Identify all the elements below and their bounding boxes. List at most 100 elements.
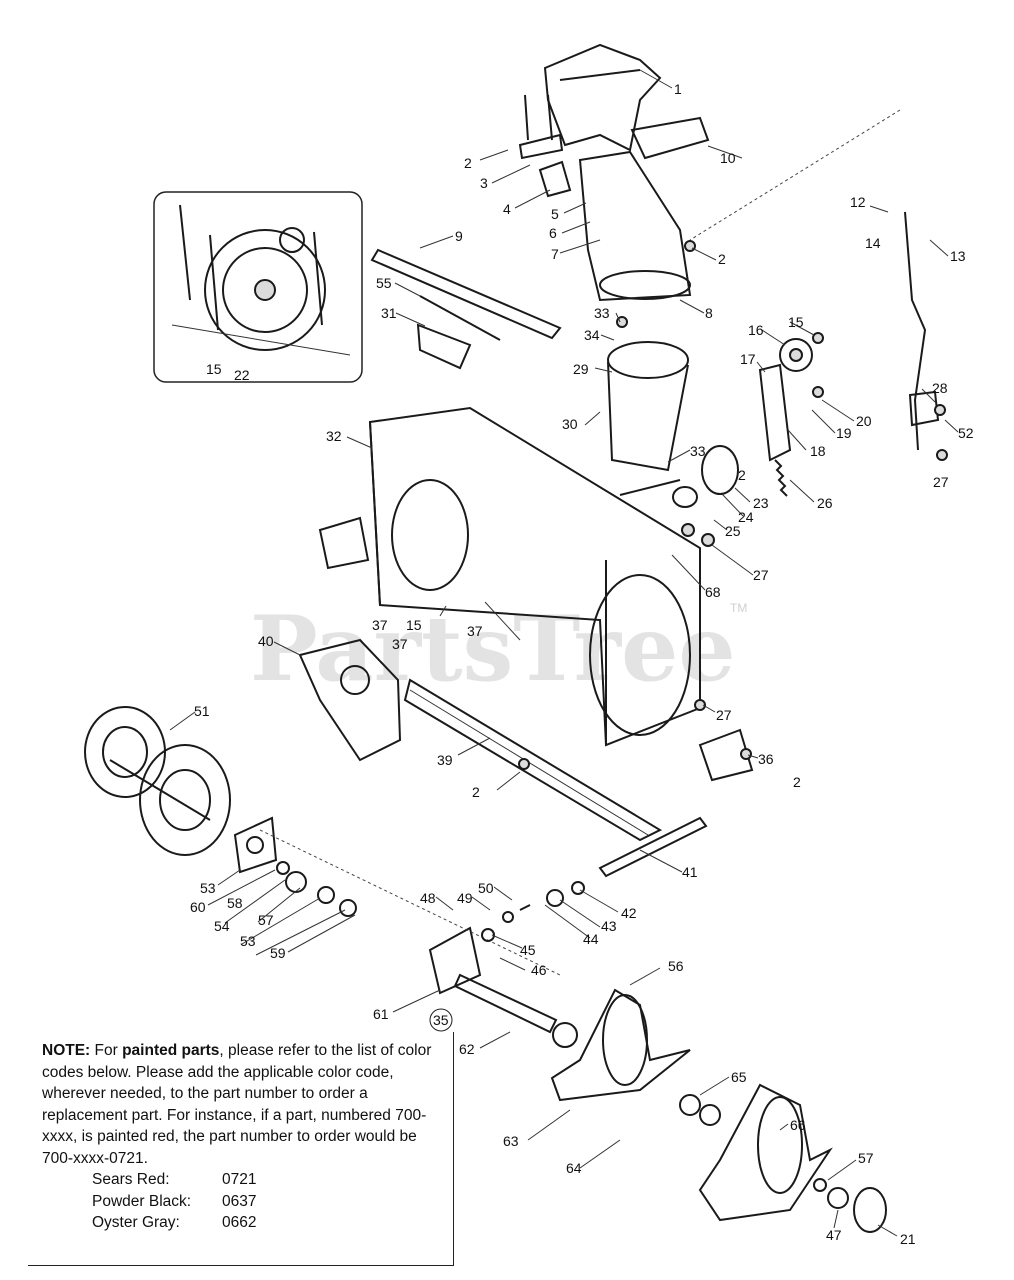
note-paragraph: NOTE: For painted parts, please refer to…: [42, 1040, 443, 1169]
callout-label: 23: [753, 495, 769, 511]
spring-rod-55: [419, 295, 501, 341]
color-name: Oyster Gray:: [92, 1214, 180, 1231]
note-prefix: NOTE:: [42, 1042, 91, 1059]
callout-label: 4: [503, 201, 511, 217]
callout-label: 63: [503, 1133, 519, 1149]
bearing-65: [679, 1094, 701, 1116]
bearing-housing-left: [233, 816, 278, 874]
callout-label: 48: [420, 890, 436, 906]
color-name: Sears Red:: [92, 1171, 170, 1188]
callout-label: 43: [601, 918, 617, 934]
callout-label: 46: [531, 962, 547, 978]
callout-label: 50: [478, 880, 494, 896]
skid-shoe-right: [698, 728, 754, 782]
callout-label: 31: [381, 305, 397, 321]
callout-label: 30: [562, 416, 578, 432]
callout-label: 15: [406, 617, 422, 633]
auger-spiral-right-b: [698, 1083, 833, 1222]
idler-spring: [774, 459, 788, 497]
color-code: 0721: [222, 1171, 257, 1188]
callout-label: 2: [464, 155, 472, 171]
washer-58: [276, 861, 290, 875]
washer-57b: [813, 1178, 827, 1192]
callout-label: 52: [958, 425, 974, 441]
callout-label: 27: [753, 567, 769, 583]
callout-label: 28: [932, 380, 948, 396]
callout-label: 33: [594, 305, 610, 321]
callout-label: 16: [748, 322, 764, 338]
callout-label: 26: [817, 495, 833, 511]
callout-label: 47: [826, 1227, 842, 1243]
callout-label: 37: [372, 617, 388, 633]
bearing-57: [285, 871, 307, 893]
callout-label: 14: [865, 235, 881, 251]
idler-pulley: [779, 338, 813, 372]
callout-label: 15: [788, 314, 804, 330]
note-text-2: , please refer to the list of color code…: [42, 1042, 432, 1167]
callout-label: 33: [690, 443, 706, 459]
callout-label: 2: [738, 467, 746, 483]
color-code-list: Sears Red: 0721 Powder Black:0637 Oyster …: [92, 1169, 443, 1234]
callout-label: 27: [716, 707, 732, 723]
callout-label: 8: [705, 305, 713, 321]
callout-label: 40: [258, 633, 274, 649]
auger-control-rod: [370, 248, 562, 340]
callout-label: 18: [810, 443, 826, 459]
callout-label: 62: [459, 1041, 475, 1057]
callout-label: 59: [270, 945, 286, 961]
auger-gearbox: [298, 638, 402, 762]
callout-label: 10: [720, 150, 736, 166]
watermark-trademark: TM: [730, 601, 747, 615]
callout-label: 34: [584, 327, 600, 343]
callout-label: 60: [190, 899, 206, 915]
callout-label: 6: [549, 225, 557, 241]
callout-label: 5: [551, 206, 559, 222]
callout-label: 41: [682, 864, 698, 880]
callout-label: 22: [234, 367, 250, 383]
callout-35-circle: [429, 1008, 453, 1032]
callout-label: 2: [718, 251, 726, 267]
callout-label: 66: [790, 1117, 806, 1133]
callout-label: 29: [573, 361, 589, 377]
auger-shaft-62: [453, 973, 558, 1034]
bearing-flange-21: [853, 1187, 887, 1233]
callout-label: 37: [392, 636, 408, 652]
color-code-row: Powder Black:0637: [92, 1191, 443, 1213]
auger-housing: [368, 406, 701, 747]
callout-label: 36: [758, 751, 774, 767]
callout-label: 3: [480, 175, 488, 191]
callout-label: 54: [214, 918, 230, 934]
callout-labels: 1 2 3 4 5 6 7 8 9 10 2 12 13 14 55 31 33…: [190, 81, 974, 1247]
auger-spiral-right-a: [550, 988, 691, 1102]
crank-dash: [689, 109, 901, 241]
bearing-47: [827, 1187, 849, 1209]
callout-label: 37: [467, 623, 483, 639]
callout-label: 1: [674, 81, 682, 97]
callout-label: 44: [583, 931, 599, 947]
callout-label: 42: [621, 905, 637, 921]
callout-label: 53: [240, 933, 256, 949]
color-code: 0662: [222, 1214, 257, 1231]
callout-label: 27: [933, 474, 949, 490]
callout-label: 20: [856, 413, 872, 429]
color-name: Powder Black:: [92, 1192, 192, 1210]
callout-label: 57: [858, 1150, 874, 1166]
note-text-1: For: [90, 1042, 123, 1059]
callout-label: 56: [668, 958, 684, 974]
callout-label: 24: [738, 509, 754, 525]
callout-label: 53: [200, 880, 216, 896]
bracket-31: [416, 323, 472, 370]
inset-detail: [153, 191, 363, 383]
auger-shaft-41: [598, 816, 708, 878]
chute-bracket: [538, 160, 572, 198]
callout-label: 2: [472, 784, 480, 800]
callout-label: 15: [206, 361, 222, 377]
auger-spiral-left: [84, 706, 231, 856]
chute-deflector: [630, 116, 710, 160]
idler-bracket: [758, 363, 792, 462]
discharge-chute: [543, 43, 662, 152]
callout-label: 57: [258, 912, 274, 928]
callout-label: 21: [900, 1231, 916, 1247]
callout-label: 35: [433, 1012, 449, 1028]
